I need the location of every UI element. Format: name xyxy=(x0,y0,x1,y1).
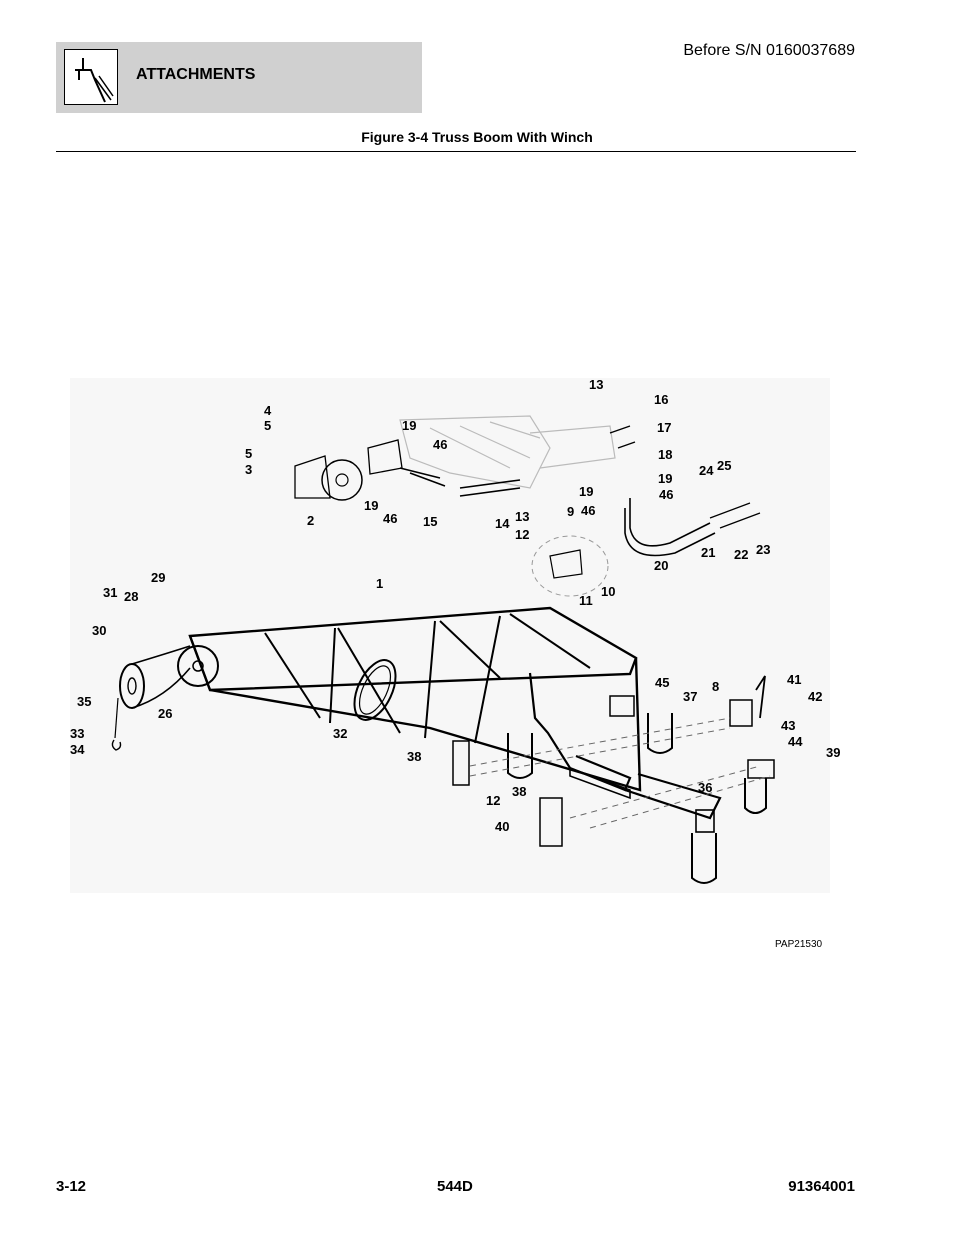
callout-label: 46 xyxy=(581,503,596,518)
callout-label: 18 xyxy=(658,447,673,462)
callout-label: 46 xyxy=(433,437,448,452)
callout-label: 31 xyxy=(103,585,118,600)
callout-label: 23 xyxy=(756,542,771,557)
truss-boom-illustration xyxy=(111,415,775,884)
callout-label: 2 xyxy=(307,513,315,528)
callout-label: 12 xyxy=(515,527,530,542)
drawing-code: PAP21530 xyxy=(775,939,823,950)
callout-label: 36 xyxy=(698,780,713,795)
callout-label: 38 xyxy=(407,749,422,764)
callout-label: 41 xyxy=(787,672,802,687)
callout-label: 21 xyxy=(701,545,716,560)
callout-label: 35 xyxy=(77,694,92,709)
callout-label: 14 xyxy=(495,516,510,531)
callout-label: 5 xyxy=(264,418,272,433)
section-title: ATTACHMENTS xyxy=(136,66,256,83)
serial-note: Before S/N 0160037689 xyxy=(683,42,855,59)
callout-label: 19 xyxy=(402,418,417,433)
callout-label: 22 xyxy=(734,547,749,562)
callout-label: 11 xyxy=(579,593,593,608)
callout-label: 32 xyxy=(333,726,348,741)
callout-label: 30 xyxy=(92,623,107,638)
callout-label: 29 xyxy=(151,570,166,585)
page-number: 3-12 xyxy=(56,1178,87,1195)
document-number: 91364001 xyxy=(788,1178,855,1195)
header-divider xyxy=(56,151,856,152)
callout-label: 19 xyxy=(579,484,594,499)
callout-label: 37 xyxy=(683,689,698,704)
callout-label: 39 xyxy=(826,745,841,760)
callout-label: 26 xyxy=(158,706,173,721)
callout-label: 43 xyxy=(781,718,796,733)
callout-label: 19 xyxy=(658,471,673,486)
callout-label: 16 xyxy=(654,392,669,407)
callout-label: 20 xyxy=(654,558,669,573)
truss-boom-drawing: 13 16 4 5 19 17 46 5 3 18 24 25 19 19 46… xyxy=(70,377,840,893)
callout-label: 15 xyxy=(423,514,438,529)
callout-label: 1 xyxy=(376,576,384,591)
callout-label: 44 xyxy=(788,734,803,749)
callout-label: 33 xyxy=(70,726,85,741)
callout-label: 10 xyxy=(601,584,616,599)
callout-label: 3 xyxy=(245,462,253,477)
callout-label: 28 xyxy=(124,589,139,604)
callout-label: 45 xyxy=(655,675,670,690)
callout-label: 40 xyxy=(495,819,510,834)
boom-attachment-icon xyxy=(64,49,118,105)
section-header: ATTACHMENTS xyxy=(56,42,422,113)
callout-label: 8 xyxy=(712,679,720,694)
callout-label: 13 xyxy=(515,509,530,524)
callout-label: 9 xyxy=(567,504,575,519)
callout-label: 24 xyxy=(699,463,714,478)
callout-label: 46 xyxy=(383,511,398,526)
callout-label: 38 xyxy=(512,784,527,799)
callout-label: 4 xyxy=(264,403,272,418)
callout-label: 13 xyxy=(589,377,604,392)
figure-title: Figure 3-4 Truss Boom With Winch xyxy=(361,129,593,145)
callout-label: 42 xyxy=(808,689,823,704)
callout-label: 17 xyxy=(657,420,672,435)
callout-label: 46 xyxy=(659,487,674,502)
callout-label: 12 xyxy=(486,793,501,808)
model-name: 544D xyxy=(437,1178,473,1195)
callout-label: 19 xyxy=(364,498,379,513)
callout-label: 34 xyxy=(70,742,85,757)
callout-label: 5 xyxy=(245,446,253,461)
callout-label: 25 xyxy=(717,458,732,473)
